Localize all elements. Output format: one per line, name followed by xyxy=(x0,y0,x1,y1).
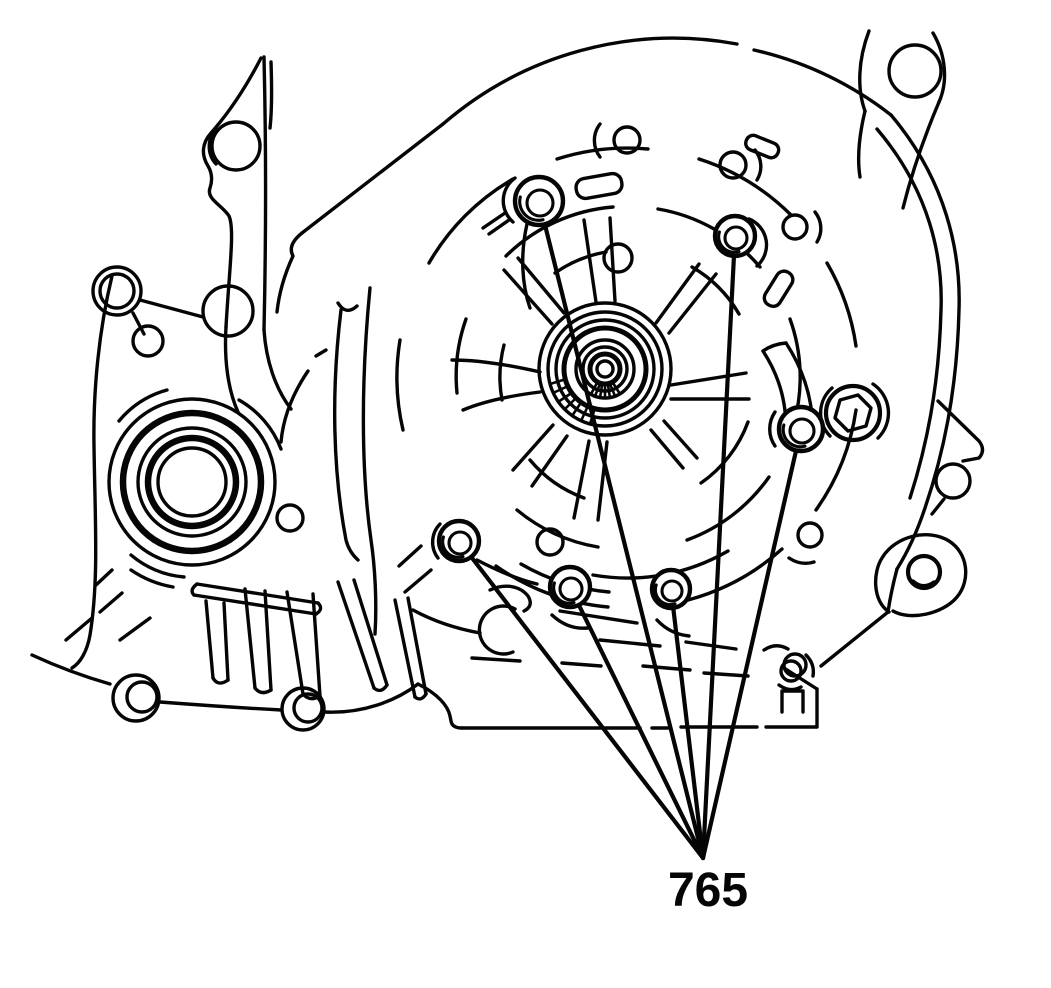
leader-line-bolt-upper-right xyxy=(700,233,738,861)
callout-label: 765 xyxy=(668,864,748,917)
cooling-fins xyxy=(64,568,428,701)
housing-junction xyxy=(279,286,482,636)
leader-line-bolt-lower-right xyxy=(668,586,706,861)
perimeter-bolt-holes xyxy=(592,122,823,244)
top-right-lug xyxy=(856,29,947,210)
input-shaft-hub xyxy=(537,301,673,437)
leader-line-bolt-upper-left xyxy=(536,198,706,861)
callout-bolts xyxy=(436,174,826,611)
bolt-upper-left xyxy=(512,174,566,228)
bolt-right xyxy=(776,404,826,454)
hex-bolt xyxy=(818,382,891,443)
lower-right-boss xyxy=(787,521,968,618)
bolt-lower-left xyxy=(436,518,482,564)
bolt-lower-right xyxy=(649,567,693,611)
axle-seal-bore xyxy=(107,388,305,589)
bolt-lower-center xyxy=(547,564,593,610)
case-bottom-edge xyxy=(30,567,899,732)
leader-line-bolt-lower-left xyxy=(456,538,706,861)
leader-line-bolt-lower-center xyxy=(567,584,706,861)
leader-lines xyxy=(456,198,804,861)
hub-hatching xyxy=(548,378,622,426)
differential-housing xyxy=(70,55,293,670)
leader-line-bolt-right xyxy=(700,426,804,861)
bolt-upper-right xyxy=(712,213,758,259)
case-webbing xyxy=(430,133,815,692)
bell-housing-outline xyxy=(275,36,985,571)
